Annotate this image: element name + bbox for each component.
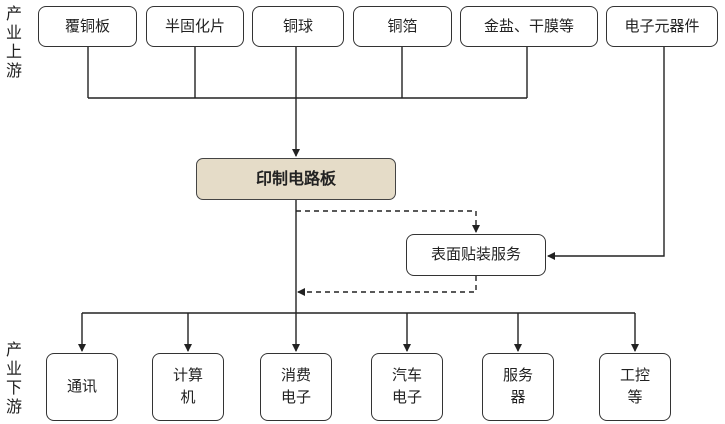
downstream-box-industrial-control: 工控 等 xyxy=(599,353,671,421)
upstream-label: 产 业 上 游 xyxy=(5,4,22,80)
upstream-box-copper-ball: 铜球 xyxy=(252,6,344,47)
upstream-box-ccl: 覆铜板 xyxy=(38,6,137,47)
downstream-box-computer: 计算 机 xyxy=(152,353,224,421)
smt-service-box: 表面贴装服务 xyxy=(406,234,546,276)
downstream-label: 产 业 下 游 xyxy=(5,340,22,416)
downstream-box-server: 服务 器 xyxy=(482,353,554,421)
downstream-box-telecom: 通讯 xyxy=(46,353,118,421)
downstream-box-consumer-electronics: 消费 电子 xyxy=(260,353,332,421)
upstream-box-gold-salt-dry-film: 金盐、干膜等 xyxy=(460,6,598,47)
dashed-pcb-to-smt xyxy=(296,210,480,233)
pcb-box: 印制电路板 xyxy=(196,158,396,200)
arrow-components-to-smt xyxy=(547,47,665,260)
dashed-smt-to-trunk xyxy=(297,276,477,296)
downstream-box-automotive-electronics: 汽车 电子 xyxy=(371,353,443,421)
upstream-box-electronic-components: 电子元器件 xyxy=(606,6,718,47)
upstream-box-prepreg: 半固化片 xyxy=(146,6,244,47)
upstream-box-copper-foil: 铜箔 xyxy=(353,6,452,47)
